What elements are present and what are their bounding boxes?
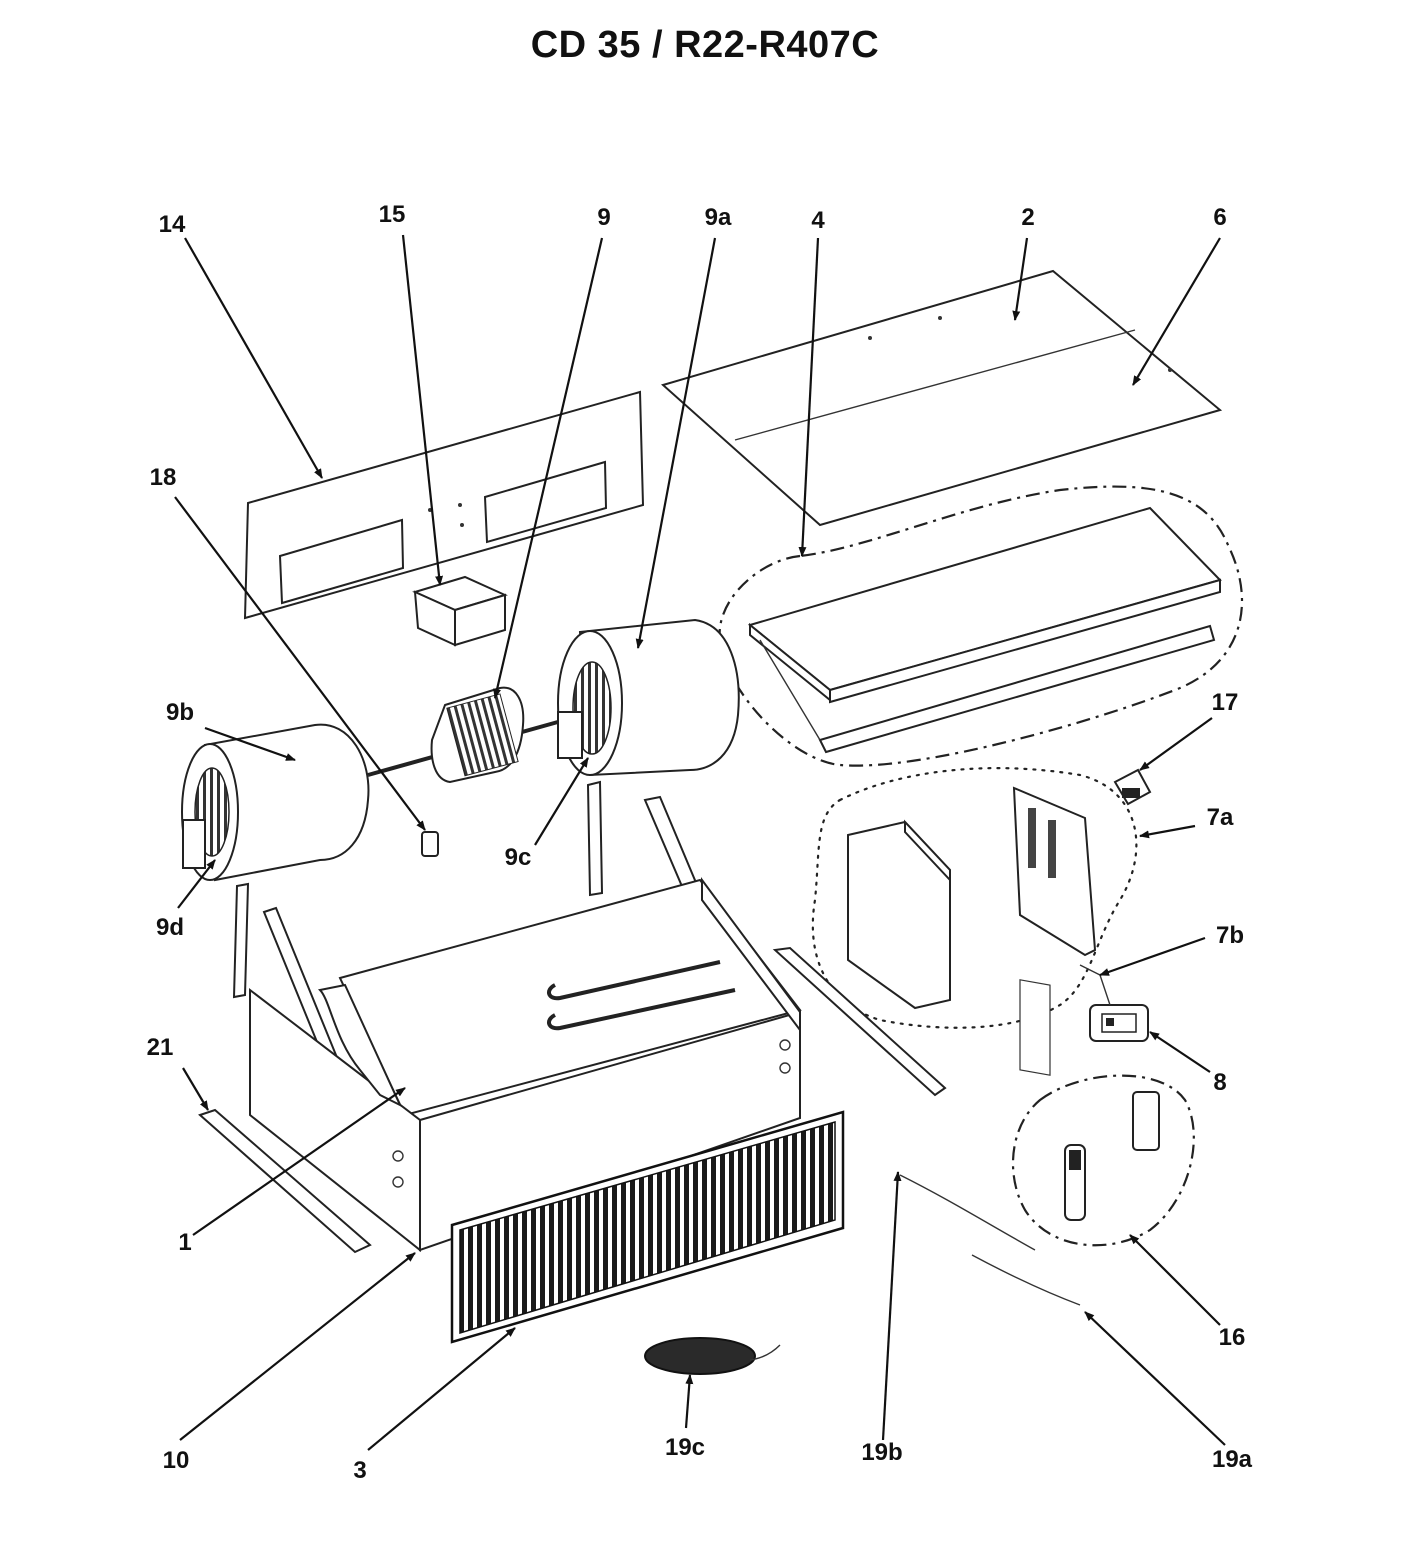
label-19c: 19c bbox=[665, 1434, 705, 1461]
label-21: 21 bbox=[147, 1034, 174, 1061]
bottom-rail bbox=[198, 1108, 372, 1254]
remote-control-group bbox=[1011, 1074, 1195, 1247]
rail-right bbox=[772, 946, 947, 1097]
label-7a: 7a bbox=[1207, 804, 1234, 831]
rail-left-lower bbox=[232, 882, 250, 999]
label-3: 3 bbox=[353, 1457, 366, 1484]
sensor-part bbox=[1113, 768, 1152, 806]
diagram-title: CD 35 / R22-R407C bbox=[530, 24, 880, 66]
coiled-cable bbox=[644, 1337, 781, 1375]
wire-19a bbox=[971, 1254, 1081, 1306]
label-4: 4 bbox=[811, 207, 825, 234]
top-cover-panel bbox=[660, 269, 1223, 527]
label-6: 6 bbox=[1213, 204, 1226, 231]
label-9: 9 bbox=[597, 204, 610, 231]
label-9c: 9c bbox=[505, 844, 532, 871]
blower-motor bbox=[367, 686, 566, 784]
label-10: 10 bbox=[163, 1447, 190, 1474]
wire-19b bbox=[899, 1174, 1036, 1251]
front-grille bbox=[450, 1110, 845, 1344]
label-7b: 7b bbox=[1216, 922, 1244, 949]
main-chassis bbox=[249, 876, 802, 1253]
clip-part bbox=[421, 831, 439, 857]
label-1: 1 bbox=[178, 1229, 191, 1256]
left-blower-housing bbox=[181, 723, 370, 882]
label-17: 17 bbox=[1212, 689, 1239, 716]
label-9d: 9d bbox=[156, 914, 184, 941]
label-9b: 9b bbox=[166, 699, 194, 726]
drain-pan bbox=[718, 485, 1244, 767]
label-15: 15 bbox=[379, 201, 406, 228]
label-9a: 9a bbox=[705, 204, 732, 231]
electrical-box bbox=[811, 767, 1138, 1076]
label-19b: 19b bbox=[861, 1439, 902, 1466]
label-2: 2 bbox=[1021, 204, 1034, 231]
motor-bracket bbox=[412, 575, 508, 647]
label-8: 8 bbox=[1213, 1069, 1226, 1096]
back-panel bbox=[243, 390, 645, 620]
right-blower-housing bbox=[557, 618, 740, 777]
leader-lines bbox=[174, 234, 1226, 1451]
part-labels: 14 15 9 9a 4 2 6 18 9b 17 7a 9c 9d 7b 21… bbox=[147, 201, 1253, 1484]
label-19a: 19a bbox=[1212, 1446, 1253, 1473]
label-14: 14 bbox=[159, 211, 186, 238]
label-16: 16 bbox=[1219, 1324, 1246, 1351]
control-panel bbox=[1079, 964, 1149, 1042]
rail-left-upper bbox=[586, 780, 604, 897]
label-18: 18 bbox=[150, 464, 177, 491]
